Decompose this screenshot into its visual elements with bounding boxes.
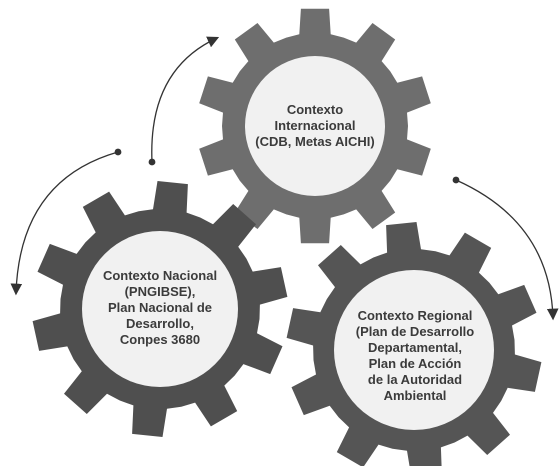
gear-label-regional: Contexto Regional (Plan de Desarrollo De…	[355, 308, 475, 403]
arrow-nacional-to-internacional	[151, 36, 220, 163]
arrow-internacional-to-regional-start-dot	[452, 176, 460, 184]
arrow-internacional-to-regional	[455, 179, 559, 321]
arrow-cycle-left-start-dot	[114, 148, 122, 156]
arrow-nacional-to-internacional-start-dot	[148, 158, 156, 166]
gear-hub-regional	[334, 270, 494, 430]
gear-label-internacional: Contexto Internacional (CDB, Metas AICHI…	[255, 102, 375, 149]
gear-hub-internacional	[245, 56, 385, 196]
gear-hub-nacional	[82, 231, 238, 387]
arrow-cycle-left	[10, 151, 119, 296]
gear-label-nacional: Contexto Nacional (PNGIBSE), Plan Nacion…	[102, 268, 218, 347]
